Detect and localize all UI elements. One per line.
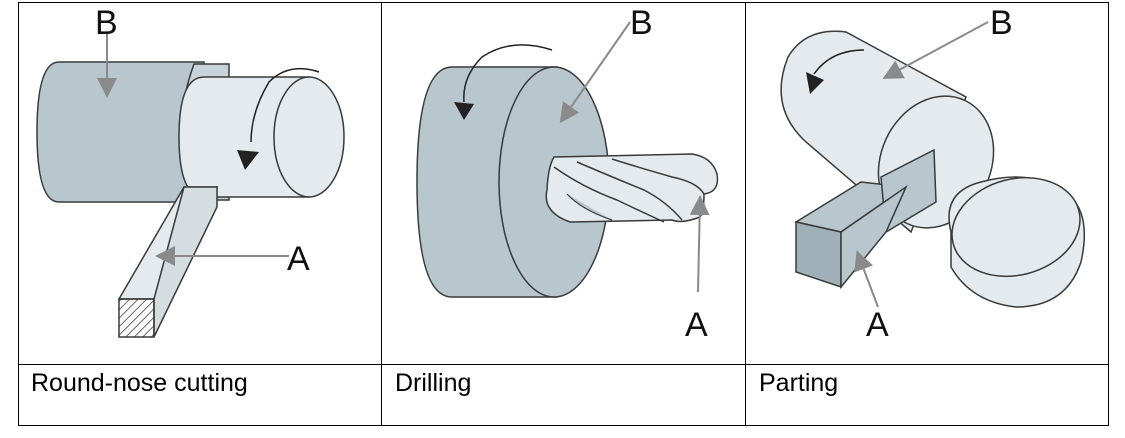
round-nose-cutting-illustration: B A	[36, 4, 345, 338]
label-a: A	[287, 240, 310, 278]
drill-bit	[545, 153, 719, 223]
table-border-left	[18, 2, 19, 426]
label-b: B	[95, 4, 118, 42]
workpiece-end-face	[273, 76, 345, 198]
table-border-top	[18, 2, 1109, 3]
pointer-a	[689, 195, 710, 293]
table-divider-2	[745, 2, 746, 426]
workpiece-body	[36, 61, 205, 203]
rotation-arrow	[250, 67, 320, 143]
label-b: B	[630, 4, 653, 42]
process-table: B A B A	[18, 2, 1109, 426]
table-row-divider	[18, 364, 1109, 365]
parting-tool-front	[795, 221, 842, 289]
drilling-illustration: B A	[416, 4, 719, 344]
rotation-arrow	[813, 49, 865, 75]
table-border-bottom	[18, 425, 1109, 426]
pointer-b	[559, 21, 631, 124]
table-border-right	[1108, 2, 1109, 426]
parting-illustration: B A	[780, 4, 1086, 344]
rotation-arrow	[463, 44, 553, 103]
tool-bit-section	[118, 298, 155, 338]
pointer-a	[854, 250, 879, 308]
caption-round-nose-cutting: Round-nose cutting	[31, 369, 248, 397]
label-a: A	[685, 306, 708, 344]
label-a: A	[866, 306, 889, 344]
caption-parting: Parting	[759, 369, 839, 397]
caption-drilling: Drilling	[395, 369, 472, 397]
pointer-b	[882, 21, 989, 79]
table-divider-1	[381, 2, 382, 426]
label-b: B	[990, 4, 1013, 42]
